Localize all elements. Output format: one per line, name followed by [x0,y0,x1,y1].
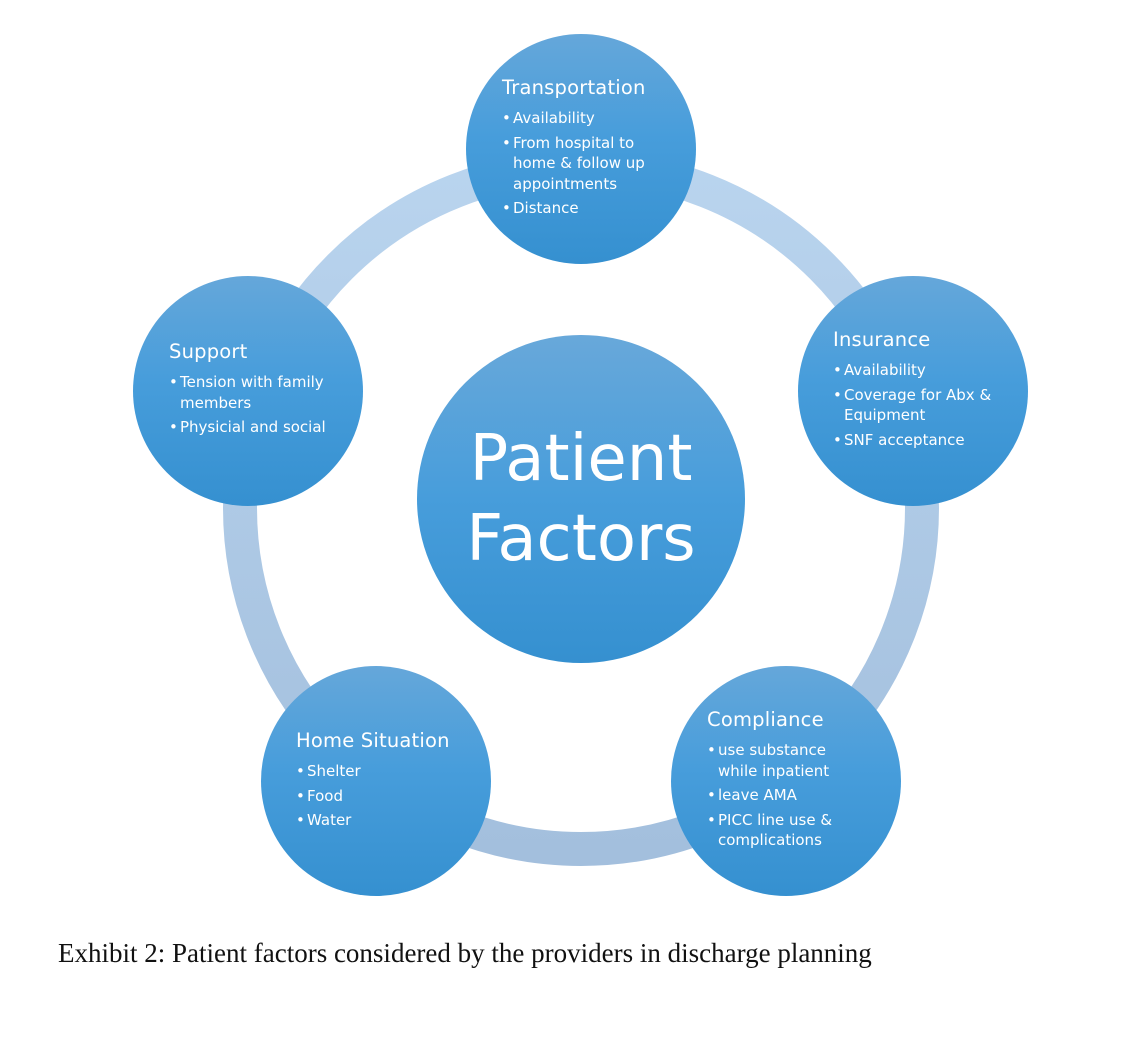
bullet: Physicial and social [169,417,339,438]
center-node: Patient Factors [417,335,745,663]
node-bullets: Availability From hospital to home & fol… [502,108,662,219]
bullet: Availability [502,108,662,129]
bullet: Distance [502,198,662,219]
node-bullets: Shelter Food Water [296,761,456,831]
bullet: Water [296,810,456,831]
bullet: Shelter [296,761,456,782]
bullet: use substance while inpatient [707,740,857,781]
node-title: Insurance [833,328,931,351]
bullet: From hospital to home & follow up appoin… [502,133,662,195]
bullet: Food [296,786,456,807]
node-bullets: Availability Coverage for Abx & Equipmen… [833,360,993,450]
node-title: Support [169,340,248,363]
node-insurance: Insurance Availability Coverage for Abx … [798,276,1028,506]
node-home-situation: Home Situation Shelter Food Water [261,666,491,896]
figure-caption: Exhibit 2: Patient factors considered by… [58,938,872,968]
node-transportation: Transportation Availability From hospita… [466,34,696,264]
node-title: Transportation [502,76,646,99]
node-compliance: Compliance use substance while inpatient… [671,666,901,896]
node-support: Support Tension with family members Phys… [133,276,363,506]
bullet: Availability [833,360,993,381]
bullet: leave AMA [707,785,857,806]
node-title: Compliance [707,708,824,731]
center-label: Patient Factors [466,422,696,576]
node-bullets: Tension with family members Physicial an… [169,372,339,438]
bullet: Tension with family members [169,372,339,413]
node-title: Home Situation [296,729,450,752]
bullet: SNF acceptance [833,430,993,451]
node-bullets: use substance while inpatient leave AMA … [707,740,857,851]
bullet: Coverage for Abx & Equipment [833,385,993,426]
bullet: PICC line use & complications [707,810,857,851]
